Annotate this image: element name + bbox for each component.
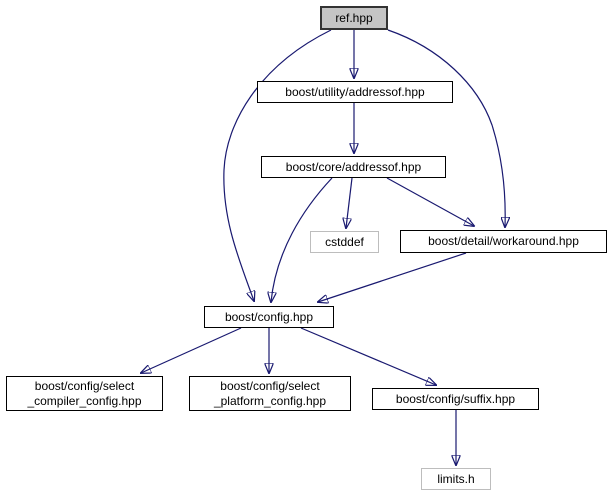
edge-ref-to-workaround	[387, 29, 505, 227]
node-boost-config-hpp[interactable]: boost/config.hpp	[204, 306, 334, 328]
edge-workaround-to-config	[318, 252, 467, 302]
node-boost-utility-addressof-hpp[interactable]: boost/utility/addressof.hpp	[257, 81, 453, 103]
edge-core-addressof-to-config	[271, 177, 333, 302]
node-boost-config-select-platform-config-hpp[interactable]: boost/config/select _platform_config.hpp	[189, 376, 351, 411]
edge-config-to-select-compiler	[141, 327, 242, 373]
edge-config-to-suffix	[300, 327, 436, 385]
node-boost-core-addressof-hpp[interactable]: boost/core/addressof.hpp	[261, 156, 446, 178]
node-boost-config-suffix-hpp[interactable]: boost/config/suffix.hpp	[372, 388, 539, 410]
edge-ref-to-config	[223, 29, 332, 301]
node-boost-detail-workaround-hpp[interactable]: boost/detail/workaround.hpp	[400, 230, 607, 253]
node-ref-hpp[interactable]: ref.hpp	[320, 6, 388, 30]
node-boost-config-select-compiler-config-hpp[interactable]: boost/config/select _compiler_config.hpp	[6, 376, 163, 411]
node-limits-h: limits.h	[421, 468, 491, 490]
edge-core-addressof-to-cstddef	[346, 177, 353, 228]
node-cstddef: cstddef	[310, 231, 379, 253]
edge-core-addressof-to-workaround	[386, 177, 474, 226]
